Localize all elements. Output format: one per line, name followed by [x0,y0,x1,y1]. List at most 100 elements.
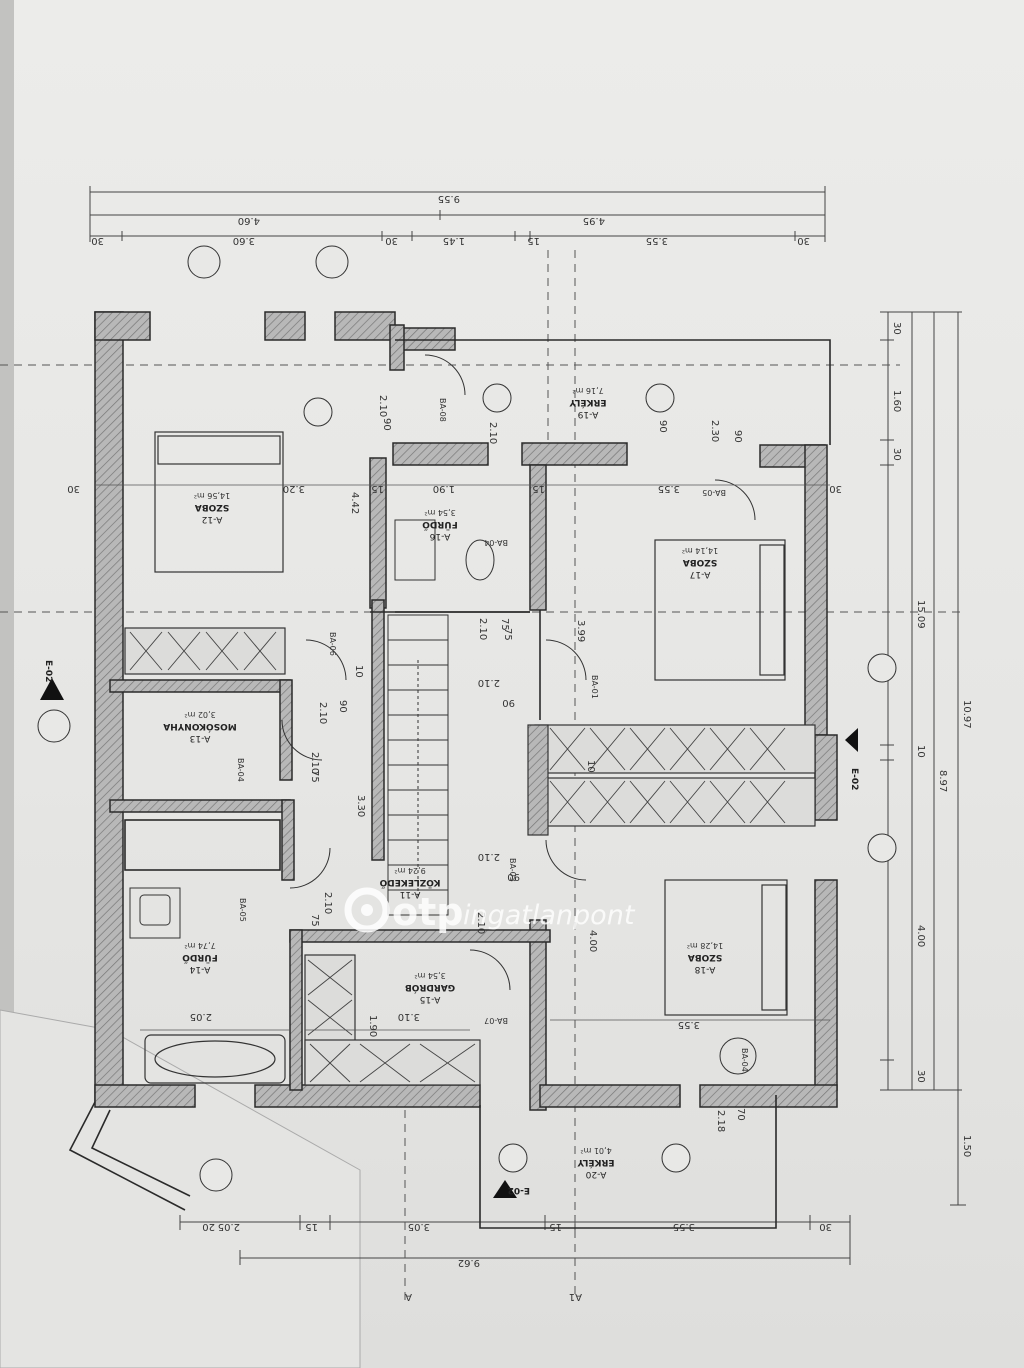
dim-interior-75c: 75 [309,914,320,927]
room-a15: A-15 GARDRÓB 3,54 m² [405,971,455,1004]
room-a13-code: A-13 [190,733,211,743]
room-a13: A-13 MOSÓKONYHA 3,02 m² [163,710,237,743]
room-a20-area: 4,01 m² [580,1146,611,1155]
room-a19-name: ERKÉLY [569,397,607,409]
dim-right-seg-5: 4.00 [915,925,926,947]
dim-interior-442: 4.42 [349,492,360,514]
room-a20: A-20 ERKÉLY 4,01 m² [577,1146,615,1179]
dim-interior-15a: 15 [371,483,384,494]
dim-bottom-total: 9.62 [458,1257,480,1268]
dim-right-seg-2: 30 [891,448,902,461]
dim-top-total: 9.55 [438,193,460,204]
dim-interior-30-right: 30 [829,483,842,494]
paper-fold [0,1009,361,1368]
staircase [387,614,449,916]
dim-top-right: 4.95 [583,215,605,226]
wardrobe-gardrob [304,954,481,1086]
dim-interior-210e: 2.10 [322,892,333,914]
dim-interior-90a: 90 [381,418,392,431]
dim-interior-75b: 75 [309,770,320,783]
dim-interior-210f: 2.10 [478,677,500,688]
room-a16-area: 3,54 m² [424,508,455,517]
room-a16-code: A-16 [429,531,450,541]
room-a19-code: A-19 [577,409,598,419]
door-tag-0: BA-06 [328,632,337,656]
room-a17-area: 14,14 m² [682,546,718,555]
section-markers [40,678,858,1198]
door-tag-7: BA-07 [484,1016,508,1025]
bed-a17 [654,539,786,681]
otp-logo-icon [344,887,390,933]
room-a13-area: 3,02 m² [184,710,215,719]
room-a13-name: MOSÓKONYHA [163,721,237,733]
room-a15-area: 3,54 m² [414,971,445,980]
room-a17-name: SZOBA [683,557,718,567]
dim-interior-210a: 2.10 [377,395,388,417]
dim-interior-400: 4.00 [587,930,598,952]
door-tag-4: BA-01 [590,675,599,699]
door-tag-1: BA-04 [236,758,245,782]
wardrobe-gardrob-x [307,959,476,1083]
room-a18: A-18 SZOBA 14,28 m² [687,941,723,974]
wardrobe-right [527,724,816,836]
dim-right-seg-1: 1.60 [891,390,902,412]
room-a11-area: 9,24 m² [394,866,425,875]
top-dimensions [89,186,826,242]
dim-interior-205: 2.05 [190,1011,212,1022]
dim-interior-10b: 10 [585,760,596,773]
bed-a18 [664,879,788,1016]
dim-right-seg-3: 15.09 [915,600,926,629]
room-a12-code: A-12 [202,514,223,524]
dim-interior-210c: 2.10 [317,702,328,724]
dim-interior-218: 2.18 [715,1110,726,1132]
wardrobe-right-x [549,727,786,824]
dim-bottom-seg-4: 15 [549,1221,562,1232]
otp-watermark: otp ingatlanpont [344,887,636,934]
room-a16-name: FÜRDŐ [422,519,458,530]
room-a17-code: A-17 [690,569,711,579]
room-a18-code: A-18 [694,964,715,974]
dim-right-mid: 8.97 [937,770,948,792]
room-a18-name: SZOBA [688,952,723,962]
wardrobe-left-x [129,631,277,671]
dim-interior-210b: 2.10 [477,618,488,640]
dim-interior-320: 3.20 [283,483,305,494]
axis-a1-label: A1 [569,1291,582,1302]
door-swings [281,354,756,991]
door-tag-8: BA-03 [508,858,517,882]
dim-bottom-seg-0: 20 [202,1221,215,1232]
dim-interior-230: 2.30 [709,420,720,442]
room-a15-name: GARDRÓB [405,982,455,994]
room-a12: A-12 SZOBA 14,56 m² [194,491,230,524]
dim-right-ext: 1.50 [961,1135,972,1157]
bathtub [144,1034,286,1084]
room-a19: A-19 ERKÉLY 7,16 m² [569,386,607,419]
thin-walls [68,339,831,1229]
door-tag-9: BA-04 [740,1048,749,1072]
door-tag-6: BA-05 [702,488,726,497]
dim-top-left: 4.60 [238,215,260,226]
axis-a-label: A [405,1291,412,1302]
dim-interior-15b: 15 [532,483,545,494]
section-marker-right: E-02 [849,768,859,790]
dim-interior-399: 3.99 [575,620,586,642]
dim-interior-210d: 2.10 [309,752,320,774]
room-a12-area: 14,56 m² [194,491,230,500]
room-a14-name: FÜRDŐ [182,952,218,963]
wardrobe-left [124,627,286,675]
dim-interior-210g: 2.10 [478,851,500,862]
room-a15-code: A-15 [420,994,441,1004]
dim-interior-75a: 75 [499,618,510,631]
room-a18-area: 14,28 m² [687,941,723,950]
dim-interior-190b: 1.90 [367,1015,378,1037]
dim-top-seg-5: 3.55 [646,235,668,246]
dim-top-seg-6: 30 [797,235,810,246]
dim-interior-210i: 2.10 [475,912,486,934]
dim-interior-90e: 90 [657,420,668,433]
room-a11-code: A-11 [400,889,421,899]
otp-logo-dot [361,904,373,916]
room-a19-area: 7,16 m² [572,386,603,395]
dim-interior-330: 3.30 [355,795,366,817]
section-marker-left: E-02 [43,660,53,682]
dim-right-seg-4: 10 [915,745,926,758]
